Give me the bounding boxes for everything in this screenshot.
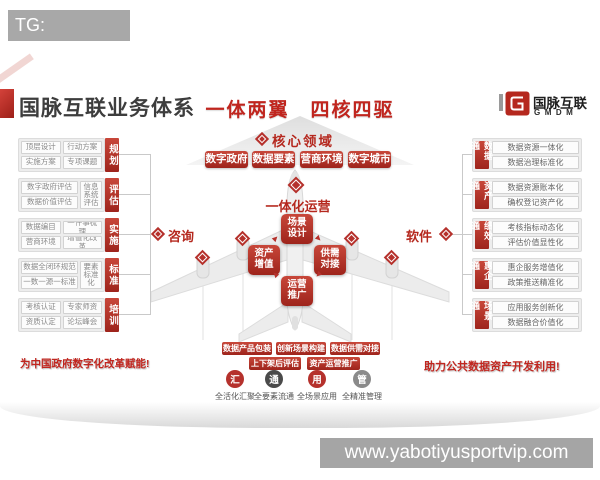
connector-line <box>452 234 462 235</box>
left-item: 考核认证 <box>21 301 61 314</box>
left-item: 论坛峰会 <box>62 316 102 329</box>
right-item: 评估价值显性化 <box>492 236 579 249</box>
left-group-tab: 培训 <box>105 298 119 332</box>
right-item: 数据治理标准化 <box>492 156 579 169</box>
telegram-contact-badge: TG: MYYJJPP <box>8 10 130 66</box>
connector-line <box>119 314 150 315</box>
right-group-tab: 绩效通 <box>470 221 493 249</box>
card-bottom-shade <box>0 402 600 428</box>
left-item: 要素标准化 <box>80 261 102 289</box>
logo-bar <box>499 94 503 111</box>
metric-circle-hui: 汇 <box>226 370 244 388</box>
right-item: 数据融合价值化 <box>492 316 579 329</box>
consulting-label: 咨询 <box>168 229 195 244</box>
right-item: 数据资源一体化 <box>492 141 579 154</box>
bottom-pill: 上下架后评估 <box>249 357 301 370</box>
metric-label: 全精准管理 <box>342 392 382 401</box>
bottom-pill: 资产运营推广 <box>307 357 360 370</box>
right-footer-slogan: 助力公共数据资产开发利用! <box>424 361 560 373</box>
core-button-digital-gov: 数字政府 <box>205 151 248 168</box>
right-group-asset: 资产通 数据资源账本化 确权登记资产化 <box>470 178 582 212</box>
metric-circle-yong: 用 <box>308 370 326 388</box>
left-item: 一数一源一标准 <box>21 276 78 289</box>
metric-circle-tong: 通 <box>265 370 283 388</box>
metric-circle-guan: 管 <box>353 370 371 388</box>
left-item: 数字政府评估 <box>21 181 78 194</box>
right-item: 应用服务创新化 <box>492 301 579 314</box>
gmdm-logo-icon <box>505 91 530 116</box>
connector-line <box>462 314 472 315</box>
page-title: 国脉互联业务体系 <box>19 97 195 120</box>
connector-line <box>119 234 150 235</box>
left-item: 资质认定 <box>21 316 61 329</box>
left-group-training: 考核认证 专家师资 资质认定 论坛峰会 培训 <box>18 298 119 332</box>
left-item: 增值化改革 <box>62 236 102 249</box>
right-group-tab: 惠企通 <box>470 261 493 289</box>
metric-label: 全活化汇聚 <box>215 392 255 401</box>
connector-line <box>150 154 151 315</box>
left-group-implementation: 数据编目 一件事梳理 营商环境 增值化改革 实施 <box>18 218 119 252</box>
cycle-box-supply-demand: 供需对接 <box>314 245 346 275</box>
right-group-performance: 绩效通 考核指标动态化 评估价值显性化 <box>470 218 582 252</box>
left-item: 一件事梳理 <box>62 221 102 234</box>
left-footer-slogan: 为中国政府数字化改革赋能! <box>20 358 150 370</box>
connector-line <box>462 194 472 195</box>
right-group-tab: 资产通 <box>470 181 493 209</box>
left-item: 专项课题 <box>62 156 102 169</box>
right-group-enterprise: 惠企通 惠企服务增值化 政策推送精准化 <box>470 258 582 292</box>
software-label: 软件 <box>406 229 433 244</box>
left-group-tab: 标准 <box>105 258 119 292</box>
left-item: 营商环境 <box>21 236 61 249</box>
title-accent-block <box>0 89 14 118</box>
left-item: 数据价值评估 <box>21 196 78 209</box>
left-item: 信息系统评估 <box>80 181 102 209</box>
left-item: 实施方案 <box>21 156 61 169</box>
right-group-tab: 场景通 <box>470 301 493 329</box>
slogan-heading: 一体两翼 四核四驱 <box>205 100 395 121</box>
connector-line <box>119 194 150 195</box>
metric-label: 全要素流通 <box>254 392 294 401</box>
left-group-planning: 顶层设计 行动方案 实施方案 专项课题 规划 <box>18 138 119 172</box>
left-group-tab: 评估 <box>105 178 119 212</box>
left-item: 行动方案 <box>62 141 102 154</box>
logo-sub: GMDM <box>534 108 578 117</box>
metric-label: 全场景应用 <box>297 392 337 401</box>
left-group-evaluation: 数字政府评估 数据价值评估 信息系统评估 评估 <box>18 178 119 212</box>
core-area-label: 核心领域 <box>272 134 334 149</box>
cycle-box-scene-design: 场景设计 <box>281 214 313 244</box>
right-item: 考核指标动态化 <box>492 221 579 234</box>
left-group-tab: 规划 <box>105 138 119 172</box>
logo-name: 国脉互联 <box>533 96 587 111</box>
right-group-scene: 场景通 应用服务创新化 数据融合价值化 <box>470 298 582 332</box>
website-url-badge: www.yabotiyusportvip.com <box>320 438 593 468</box>
right-group-data: 数据通 数据资源一体化 数据治理标准化 <box>470 138 582 172</box>
airplane-graphic <box>150 169 450 343</box>
right-item: 政策推送精准化 <box>492 276 579 289</box>
left-item: 专家师资 <box>62 301 102 314</box>
left-item: 顶层设计 <box>21 141 61 154</box>
cycle-box-operation-promotion: 运营推广 <box>281 276 313 306</box>
connector-line <box>119 274 150 275</box>
left-group-standards: 数据全闭环规范 一数一源一标准 要素标准化 标准 <box>18 258 119 292</box>
connector-line <box>462 274 472 275</box>
cycle-box-asset-appreciation: 资产增值 <box>248 245 280 275</box>
core-button-data-elements: 数据要素 <box>252 151 295 168</box>
connector-line <box>462 154 472 155</box>
bottom-pill: 数据产品包装 <box>222 342 272 355</box>
connector-line <box>119 154 150 155</box>
left-group-tab: 实施 <box>105 218 119 252</box>
bottom-pill: 创新场景构建 <box>276 342 326 355</box>
core-button-business-env: 营商环境 <box>300 151 343 168</box>
bottom-pill: 数据供需对接 <box>330 342 380 355</box>
core-button-digital-city: 数字城市 <box>348 151 391 168</box>
right-item: 数据资源账本化 <box>492 181 579 194</box>
left-item: 数据全闭环规范 <box>21 261 78 274</box>
connector-line <box>462 234 472 235</box>
right-item: 确权登记资产化 <box>492 196 579 209</box>
integrated-operation-label: 一体化运营 <box>265 199 331 214</box>
right-group-tab: 数据通 <box>470 141 493 169</box>
right-item: 惠企服务增值化 <box>492 261 579 274</box>
left-item: 数据编目 <box>21 221 61 234</box>
